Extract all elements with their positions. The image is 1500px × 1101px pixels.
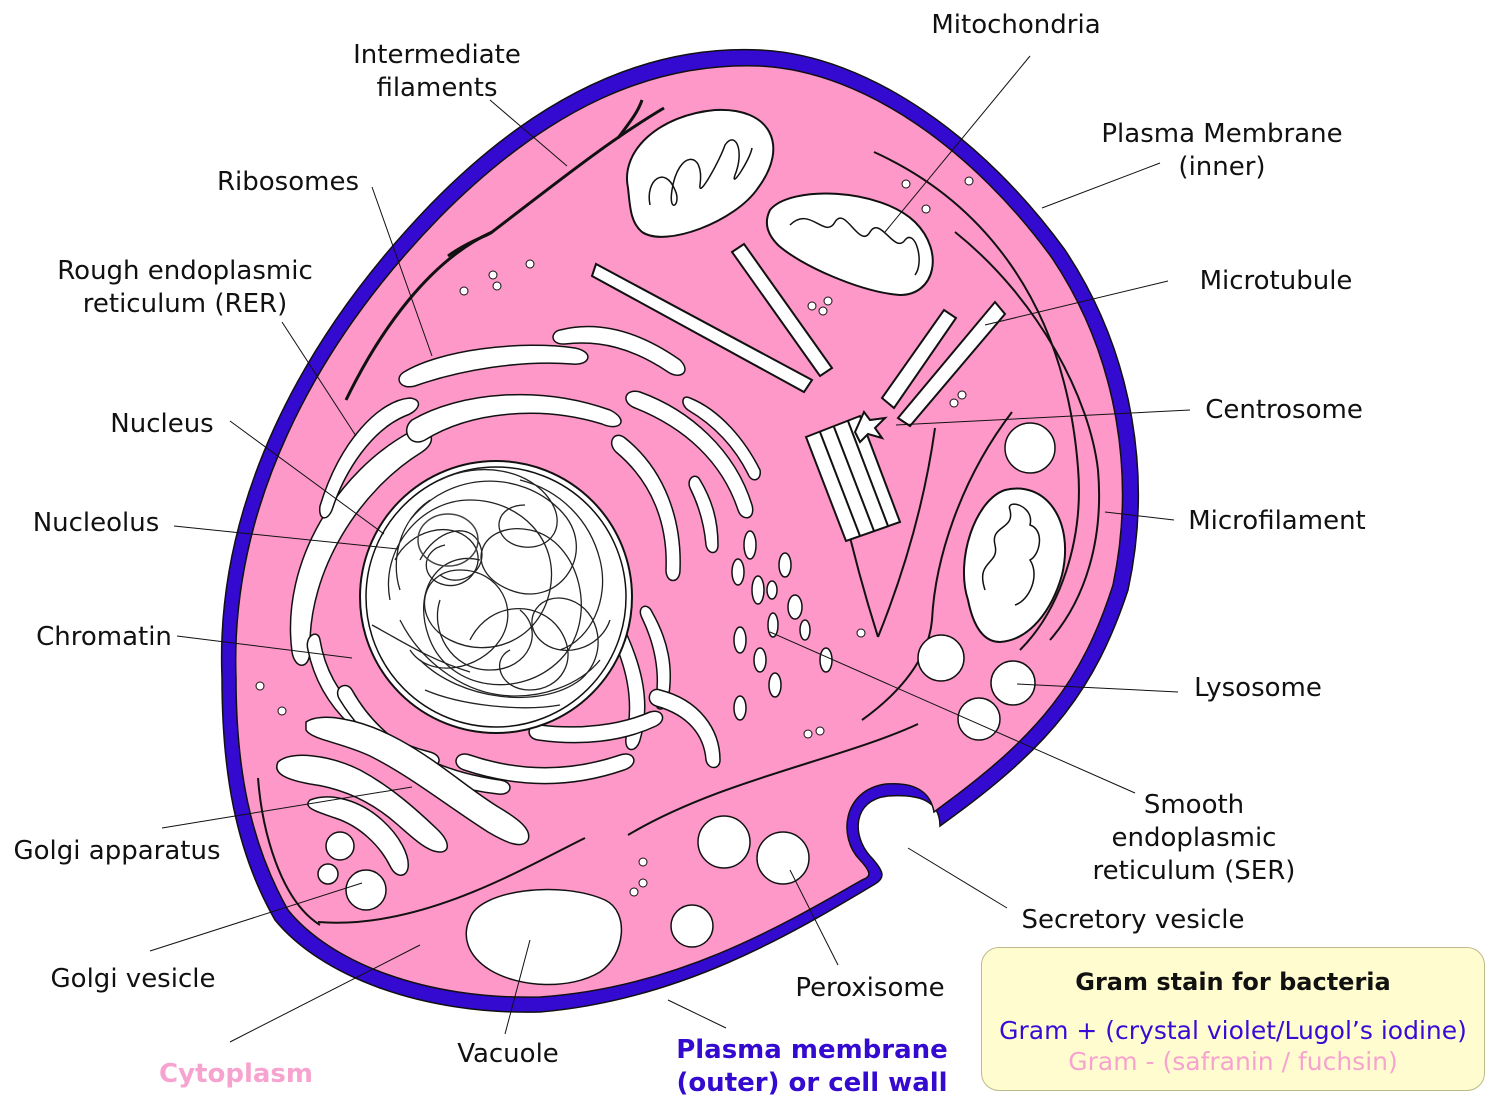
label-rer-1: Rough endoplasmic (57, 256, 312, 286)
label-microtubule: Microtubule (1200, 266, 1353, 296)
label-plasma-membrane-outer-1: Plasma membrane (676, 1035, 948, 1065)
vacuole (465, 888, 623, 986)
intermediate-filaments (344, 99, 665, 401)
rough-er (289, 325, 761, 795)
mitochondrion-1 (625, 108, 775, 238)
legend-gram-negative: Gram - (safranin / fuchsin) (1068, 1047, 1398, 1076)
gram-stain-legend: Gram stain for bacteria Gram + (crystal … (981, 947, 1485, 1091)
lysosomes (917, 422, 1056, 741)
mitochondria (625, 108, 1067, 644)
label-mitochondria: Mitochondria (931, 10, 1100, 40)
nucleolus (417, 513, 479, 567)
label-ribosomes: Ribosomes (217, 167, 359, 197)
labels: Intermediate filaments Mitochondria Plas… (14, 10, 1366, 1098)
label-ser-1: Smooth (1144, 790, 1244, 820)
label-golgi-apparatus: Golgi apparatus (14, 836, 221, 866)
label-lysosome: Lysosome (1194, 673, 1322, 703)
mitochondrion-2 (765, 192, 934, 297)
label-intermediate-filaments-1: Intermediate (353, 40, 521, 70)
label-plasma-membrane-inner-1: Plasma Membrane (1101, 119, 1342, 149)
label-peroxisome: Peroxisome (795, 973, 944, 1003)
smooth-er (731, 530, 833, 721)
label-secretory-vesicle: Secretory vesicle (1021, 905, 1244, 935)
mitochondrion-3 (963, 487, 1067, 644)
label-cytoplasm: Cytoplasm (159, 1059, 313, 1089)
leader-lines (149, 55, 1191, 1043)
label-ser-3: reticulum (SER) (1093, 856, 1296, 886)
chromatin (371, 468, 611, 709)
label-ser-2: endoplasmic (1112, 823, 1277, 853)
centrosome (804, 410, 902, 543)
nucleus (359, 460, 633, 734)
label-rer-2: reticulum (RER) (83, 289, 287, 319)
golgi-apparatus (276, 716, 530, 911)
label-nucleolus: Nucleolus (33, 508, 160, 538)
label-nucleus: Nucleus (110, 409, 213, 439)
ribosomes (255, 176, 974, 897)
microtubules (590, 242, 1007, 428)
legend-gram-positive: Gram + (crystal violet/Lugol’s iodine) (999, 1016, 1467, 1045)
label-microfilament: Microfilament (1188, 506, 1366, 536)
label-vacuole: Vacuole (457, 1039, 559, 1069)
label-intermediate-filaments-2: filaments (376, 73, 497, 103)
label-centrosome: Centrosome (1205, 395, 1363, 425)
label-golgi-vesicle: Golgi vesicle (51, 964, 216, 994)
label-chromatin: Chromatin (36, 622, 172, 652)
legend-title: Gram stain for bacteria (1075, 968, 1391, 996)
label-plasma-membrane-outer-2: (outer) or cell wall (676, 1068, 947, 1098)
peroxisomes (670, 815, 810, 948)
label-plasma-membrane-inner-2: (inner) (1178, 152, 1265, 182)
microfilaments (257, 151, 1101, 926)
